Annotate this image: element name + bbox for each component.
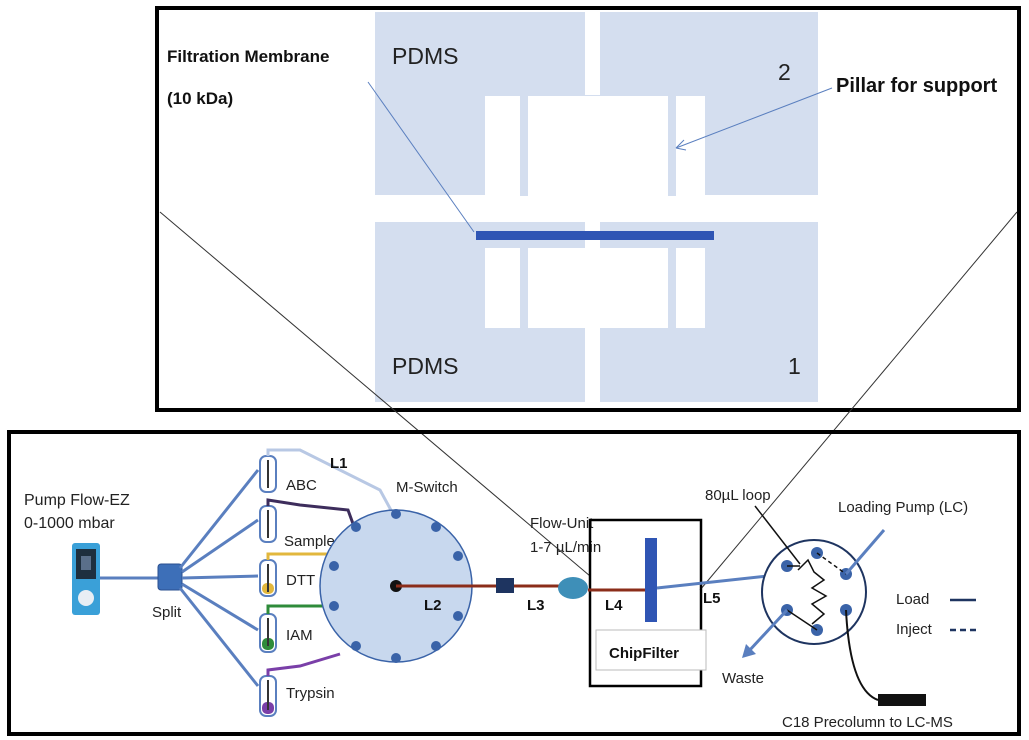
split-tubes: [178, 469, 260, 687]
pillar-lower-right: [668, 248, 676, 328]
legend-load-label: Load: [896, 591, 929, 608]
precolumn-tube: [845, 609, 879, 701]
l5-label: L5: [703, 590, 721, 607]
reagent-dtt-label: DTT: [286, 572, 315, 589]
loop-pointer: [754, 505, 801, 565]
injection-valve: [761, 539, 867, 645]
chipfilter-chip: [645, 538, 657, 622]
pillar-lower-left: [520, 248, 528, 328]
pillar-label: Pillar for support: [836, 75, 997, 97]
zoom-line-left: [159, 211, 591, 577]
waste-tube: [746, 608, 789, 654]
chipfilter-frame: [588, 518, 703, 688]
membrane-size-label: (10 kDa): [167, 89, 233, 108]
chipfilter-label-box: [595, 629, 707, 671]
loading-pump-tube: [844, 529, 886, 575]
pillar-upper-right: [668, 96, 676, 196]
flow-unit-range-label: 1-7 µL/min: [530, 539, 601, 556]
filtration-membrane: [476, 231, 714, 240]
vial-sample: [259, 505, 277, 543]
vial-iam: [259, 613, 277, 653]
membrane-label: Filtration Membrane: [167, 47, 329, 66]
pump-label: Pump Flow-EZ: [24, 492, 130, 509]
reagent-abc-label: ABC: [286, 477, 317, 494]
flow-unit-sensor: [558, 577, 588, 599]
reagent-trypsin-label: Trypsin: [286, 685, 335, 702]
flow-unit-label: Flow-Unit: [530, 515, 594, 532]
bottom-panel-frame: [7, 430, 1021, 736]
legend-inject-label: Inject: [896, 621, 933, 638]
loading-pump-label: Loading Pump (LC): [838, 499, 968, 516]
reagent-sample-label: Sample: [284, 533, 335, 550]
l2-label: L2: [424, 597, 442, 614]
pump-device: [72, 543, 100, 615]
pdms-bottom-label: PDMS: [392, 353, 458, 379]
zoom-line-right: [699, 211, 1018, 591]
pdms-top-label: PDMS: [392, 43, 458, 69]
l3-label: L3: [527, 597, 545, 614]
layer-1-label: 1: [788, 353, 801, 379]
pillar-pointer: [675, 87, 833, 149]
pdms-chip-cross-section: [375, 12, 818, 402]
split-label: Split: [152, 604, 182, 621]
vial-abc: [259, 455, 277, 493]
waste-label: Waste: [722, 670, 764, 687]
waste-arrow-icon: [742, 644, 756, 658]
pump-range-label: 0-1000 mbar: [24, 515, 115, 532]
precolumn-label: C18 Precolumn to LC-MS: [782, 714, 953, 731]
layer-2-label: 2: [778, 59, 791, 85]
pillar-upper-left: [520, 96, 528, 196]
l4-label: L4: [605, 597, 623, 614]
split-connector: [157, 563, 183, 591]
l5-tube: [656, 574, 769, 590]
l1-label: L1: [330, 455, 348, 472]
loop-label: 80µL loop: [705, 487, 771, 504]
vial-trypsin: [259, 675, 277, 717]
membrane-pointer: [367, 81, 475, 233]
chipfilter-label: ChipFilter: [609, 645, 679, 662]
vial-dtt: [259, 559, 277, 597]
c18-precolumn: [878, 694, 926, 706]
inline-connector: [496, 578, 514, 593]
reagent-iam-label: IAM: [286, 627, 313, 644]
m-switch-label: M-Switch: [396, 479, 458, 496]
